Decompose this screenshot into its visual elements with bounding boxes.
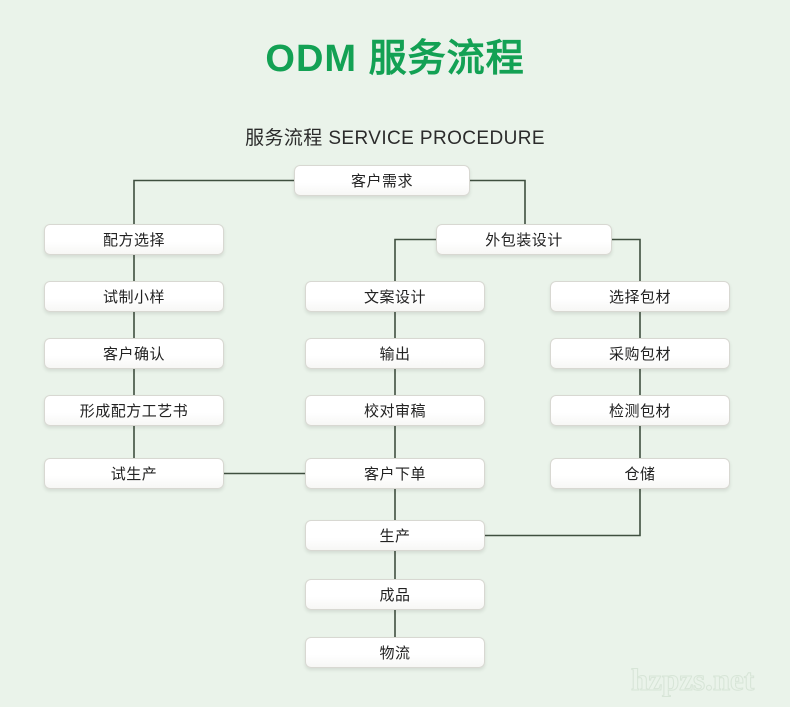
node-finished-product[interactable]: 成品 xyxy=(305,579,485,610)
node-formula-selection[interactable]: 配方选择 xyxy=(44,224,224,255)
link-packaging-to-material xyxy=(611,238,641,282)
node-production[interactable]: 生产 xyxy=(305,520,485,551)
node-inspect-packaging-material[interactable]: 检测包材 xyxy=(550,395,730,426)
node-outer-packaging-design[interactable]: 外包装设计 xyxy=(436,224,612,255)
site-watermark: hzpzs.net xyxy=(630,662,755,698)
node-trial-sample[interactable]: 试制小样 xyxy=(44,281,224,312)
link-warehousing-to-production xyxy=(484,488,641,537)
node-customer-confirmation[interactable]: 客户确认 xyxy=(44,338,224,369)
page-title: ODM 服务流程 xyxy=(265,38,525,80)
node-customer-order[interactable]: 客户下单 xyxy=(305,458,485,489)
node-logistics[interactable]: 物流 xyxy=(305,637,485,668)
link-packaging-to-copy xyxy=(394,238,437,282)
node-customer-requirements[interactable]: 客户需求 xyxy=(294,165,470,196)
link-requirements-to-formula xyxy=(133,179,295,225)
page-subtitle: 服务流程 SERVICE PROCEDURE xyxy=(245,128,545,149)
node-trial-production[interactable]: 试生产 xyxy=(44,458,224,489)
node-output[interactable]: 输出 xyxy=(305,338,485,369)
node-warehousing[interactable]: 仓储 xyxy=(550,458,730,489)
node-purchase-packaging-material[interactable]: 采购包材 xyxy=(550,338,730,369)
link-requirements-to-packaging xyxy=(469,179,526,225)
node-copy-design[interactable]: 文案设计 xyxy=(305,281,485,312)
node-formula-process-document[interactable]: 形成配方工艺书 xyxy=(44,395,224,426)
node-select-packaging-material[interactable]: 选择包材 xyxy=(550,281,730,312)
node-proofreading-review[interactable]: 校对审稿 xyxy=(305,395,485,426)
